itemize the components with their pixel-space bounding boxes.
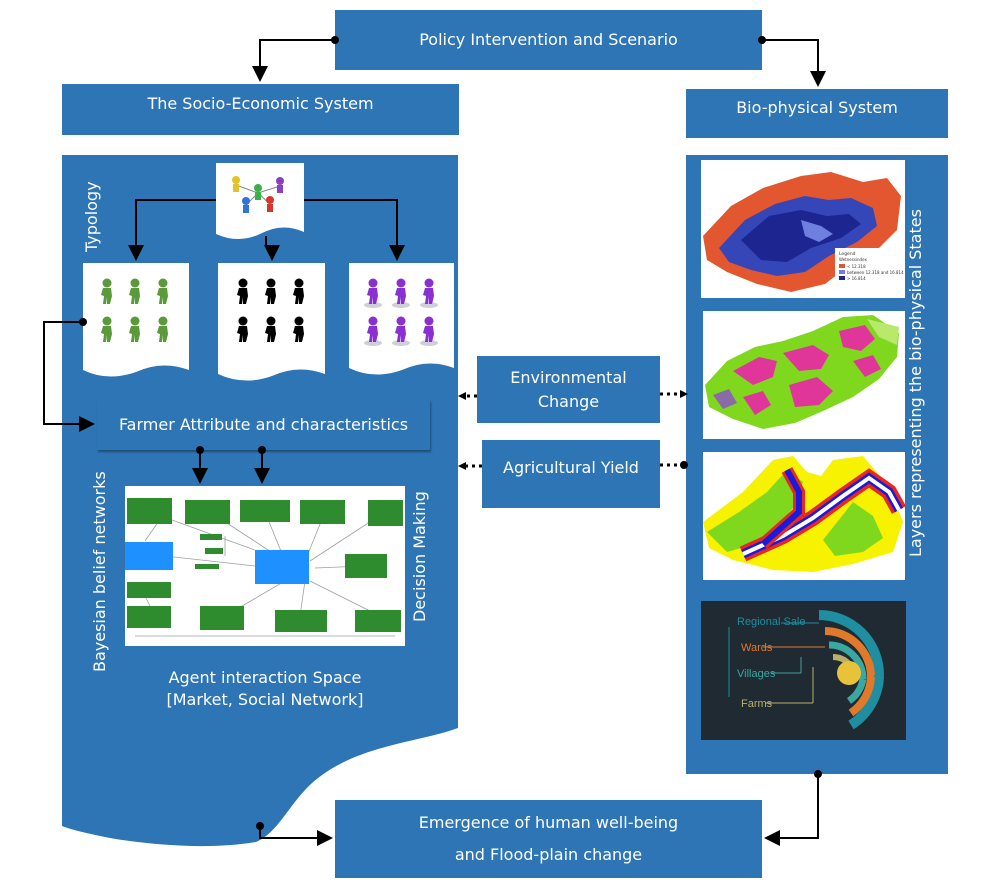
green-farmer-figure bbox=[129, 278, 140, 304]
black-farmer-figure bbox=[293, 278, 304, 304]
map-legend-subtitle: Wetnessindex bbox=[839, 257, 867, 262]
dot-attr-1 bbox=[196, 446, 204, 454]
agent-space-text: Agent interaction Space [Market, Social … bbox=[120, 667, 410, 712]
bio-header-label: Bio-physical System bbox=[736, 98, 898, 117]
farmer-attr-label: Farmer Attribute and characteristics bbox=[118, 415, 409, 435]
network-icon bbox=[232, 176, 284, 213]
green-farmer-figure bbox=[129, 316, 140, 342]
purple-farmer-figure bbox=[364, 278, 382, 308]
dot-bio-bottom bbox=[814, 770, 822, 778]
env-change-line1: Environmental bbox=[510, 368, 627, 388]
bio-header-box: Bio-physical System bbox=[686, 89, 948, 138]
arrow-policy-bio bbox=[762, 39, 826, 87]
map-legend-item-1: < 12.318 bbox=[847, 264, 866, 269]
scale-hierarchy-image: Regional Sale Wards Villages Farms bbox=[701, 601, 906, 740]
black-farmer-figure bbox=[293, 316, 304, 342]
agent-space-line1: Agent interaction Space bbox=[168, 668, 362, 687]
purple-farmer-figure bbox=[392, 316, 410, 346]
emergence-line2: and Flood-plain change bbox=[454, 845, 643, 864]
arrow-socio-emergence bbox=[259, 826, 333, 846]
purple-farmer-figure bbox=[392, 278, 410, 308]
arrow-to-purple bbox=[304, 199, 405, 261]
green-farmer-figure bbox=[101, 278, 112, 304]
arrow-to-green bbox=[128, 199, 216, 261]
wetness-map-image: Legend Wetnessindex < 12.318 between 12.… bbox=[701, 160, 905, 298]
green-farmer-figure bbox=[157, 316, 168, 342]
landuse-map-image bbox=[703, 311, 905, 439]
scale-villages: Villages bbox=[737, 668, 776, 680]
agent-space-line2: [Market, Social Network] bbox=[166, 690, 364, 710]
emergence-box: Emergence of human well-being and Flood-… bbox=[335, 800, 762, 878]
env-change-line2: Change bbox=[537, 391, 600, 411]
farmer-attr-box: Farmer Attribute and characteristics bbox=[97, 400, 430, 450]
policy-label: Policy Intervention and Scenario bbox=[419, 30, 678, 50]
map-legend-title: Legend bbox=[839, 251, 856, 257]
dot-socio-bottom bbox=[256, 822, 264, 830]
black-farmer-figure bbox=[237, 278, 248, 304]
flood-buffer-map-image bbox=[703, 452, 906, 580]
dot-loop bbox=[79, 318, 87, 326]
emergence-line1: Emergence of human well-being bbox=[418, 813, 679, 832]
arrowhead-yield-left bbox=[458, 462, 466, 470]
bayesian-network-image bbox=[125, 486, 405, 646]
arrowhead-env-right bbox=[680, 390, 688, 398]
agri-yield-box: Agricultural Yield bbox=[482, 440, 660, 508]
arrow-bio-emergence bbox=[764, 774, 819, 846]
black-farmer-figure bbox=[237, 316, 248, 342]
socio-header-label: The Socio-Economic System bbox=[147, 94, 374, 113]
dot-policy-left bbox=[331, 36, 339, 44]
green-farmer-figure bbox=[101, 316, 112, 342]
socio-header-box: The Socio-Economic System bbox=[62, 84, 459, 135]
map-legend-item-3: > 16.814 bbox=[847, 276, 866, 281]
purple-farmer-figure bbox=[364, 316, 382, 346]
scale-regional: Regional Sale bbox=[737, 616, 806, 628]
dot-policy-right bbox=[758, 36, 766, 44]
scale-farms: Farms bbox=[741, 698, 773, 710]
map-legend-item-2: between 12.318 and 16.814 bbox=[847, 270, 904, 275]
policy-box: Policy Intervention and Scenario bbox=[335, 10, 762, 70]
dot-yield-right bbox=[680, 461, 688, 469]
purple-farmer-figure bbox=[420, 316, 438, 346]
arrow-loop-attr bbox=[43, 321, 95, 432]
env-change-box: Environmental Change bbox=[477, 356, 660, 423]
agri-yield-label: Agricultural Yield bbox=[503, 458, 639, 477]
dot-attr-2 bbox=[258, 446, 266, 454]
arrow-policy-socio bbox=[252, 39, 335, 82]
black-farmer-figure bbox=[265, 278, 276, 304]
arrowhead-env-left bbox=[458, 392, 466, 400]
black-farmer-figure bbox=[265, 316, 276, 342]
arrow-to-black bbox=[264, 236, 280, 261]
scale-wards: Wards bbox=[741, 642, 773, 654]
green-farmer-figure bbox=[157, 278, 168, 304]
purple-farmer-figure bbox=[420, 278, 438, 308]
